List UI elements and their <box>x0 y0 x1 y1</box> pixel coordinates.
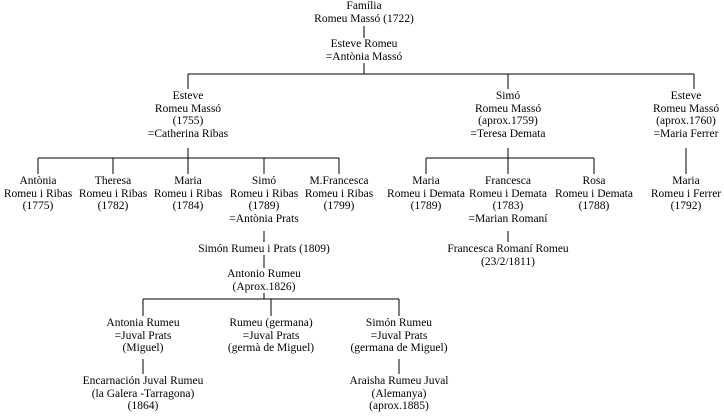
node-line: Simó <box>495 90 521 102</box>
person-antonia-rumeu: Antonia Rumeu=Juval Prats(Miguel) <box>106 317 179 355</box>
node-line: Maria <box>412 175 440 187</box>
person-francesca-romani: Francesca Romaní Romeu(23/2/1811) <box>447 243 568 268</box>
node-line: Esteve Romeu <box>330 38 398 50</box>
node-line: Romeu i Demata <box>469 187 547 200</box>
node-line: (1782) <box>97 200 129 212</box>
node-line: Romeu Massó <box>474 102 542 115</box>
node-line: Francesca Romaní Romeu <box>447 243 569 255</box>
node-line: =Juval Prats <box>242 329 300 342</box>
person-simon-rumeu: Simón Rumeu=Juval Prats(germana de Migue… <box>350 317 447 355</box>
node-line: Romeu i Ribas <box>229 187 299 200</box>
node-line: (Miguel) <box>122 342 164 354</box>
node-line: Romeu Massó <box>652 102 720 115</box>
node-line: Maria <box>174 175 202 187</box>
node-line: (23/2/1811) <box>481 255 535 268</box>
node-line: (aprox.1885) <box>369 400 429 412</box>
person-antonio-rumeu: Antonio Rumeu(Aprox.1826) <box>227 268 301 293</box>
node-line: (germà de Miguel) <box>227 342 315 354</box>
node-line: Simón Rumeu i Prats (1809) <box>198 243 330 255</box>
node-line: Encarnación Juval Rumeu <box>82 375 204 387</box>
person-esteve-romeu: Esteve Romeu=Antònia Massó <box>326 38 402 63</box>
node-line: (germana de Miguel) <box>350 342 448 354</box>
node-line: (1799) <box>323 200 355 212</box>
node-line: =Teresa Demata <box>470 127 546 140</box>
node-line: Rumeu (germana) <box>229 317 313 329</box>
node-line: Francesca <box>485 175 531 187</box>
person-simon-1809: Simón Rumeu i Prats (1809) <box>198 243 330 256</box>
node-line: =Marian Romaní <box>468 212 548 225</box>
person-encarnacion: Encarnación Juval Rumeu(la Galera -Tarra… <box>83 375 204 413</box>
node-line: Esteve <box>172 90 204 102</box>
node-line: Araisha Rumeu Juval <box>349 375 449 387</box>
node-line: Antònia <box>19 175 57 187</box>
node-line: Antonio Rumeu <box>227 268 301 280</box>
node-line: =Maria Ferrer <box>653 127 719 140</box>
node-line: Theresa <box>94 175 132 187</box>
person-araisha: Araisha Rumeu Juval(Alemanya)(aprox.1885… <box>349 375 448 413</box>
node-line: Maria <box>672 175 700 187</box>
node-line: (1783) <box>492 200 524 212</box>
node-line: (aprox.1759) <box>478 115 538 127</box>
node-line: Simón Rumeu <box>365 317 433 329</box>
node-line: (1784) <box>172 200 204 212</box>
node-line: =Juval Prats <box>114 329 172 342</box>
node-line: Romeu i Ribas <box>153 187 223 200</box>
node-line: M.Francesca <box>309 175 369 187</box>
node-line: Romeu i Demata <box>555 187 633 200</box>
node-line: Romeu Massó (1722) <box>314 12 414 25</box>
node-line: Romeu i Ribas <box>304 187 374 200</box>
node-line: (1788) <box>578 200 610 212</box>
node-line: Esteve <box>670 90 702 102</box>
node-line: Romeu i Ribas <box>78 187 148 200</box>
node-line: (1864) <box>127 400 159 412</box>
node-line: (Aprox.1826) <box>232 280 296 293</box>
node-line: Romeu Massó <box>154 102 222 115</box>
node-line: (1789) <box>410 200 442 212</box>
node-line: (1792) <box>670 200 702 212</box>
node-line: =Antònia Massó <box>325 50 403 63</box>
node-line: (1755) <box>172 115 204 127</box>
node-line: Antonia Rumeu <box>106 317 180 329</box>
node-line: Rosa <box>582 175 606 187</box>
person-rumeu-germana: Rumeu (germana)=Juval Prats(germà de Mig… <box>228 317 314 355</box>
node-line: =Antònia Prats <box>229 212 299 225</box>
node-line: =Juval Prats <box>370 329 428 342</box>
node-line: (1789) <box>248 200 280 212</box>
node-line: (la Galera -Tarragona) <box>91 387 195 400</box>
node-line: Família <box>346 0 382 12</box>
node-line: (aprox.1760) <box>656 115 716 127</box>
node-line: Romeu i Ribas <box>3 187 73 200</box>
node-line: (Alemanya) <box>371 387 427 400</box>
node-line: Romeu i Demata <box>387 187 465 200</box>
node-line: (1775) <box>22 200 54 212</box>
node-line: Simó <box>251 175 277 187</box>
node-line: Romeu i Ferrer <box>650 187 722 200</box>
node-line: =Catherina Ribas <box>147 127 229 140</box>
